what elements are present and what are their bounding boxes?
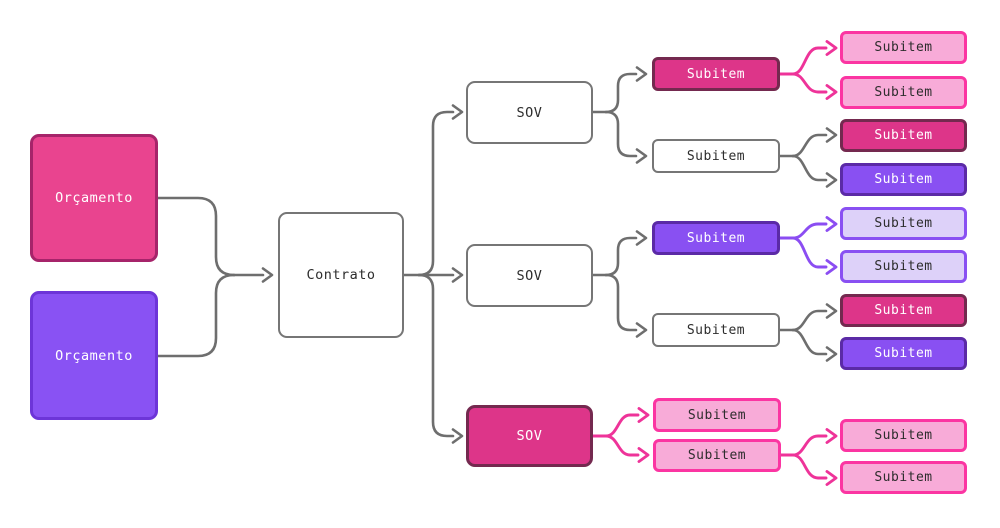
edge-sov3-subitems xyxy=(591,407,650,463)
node-subitem-4g[interactable]: Subitem xyxy=(840,294,967,327)
node-sov-2-label: SOV xyxy=(516,267,543,284)
node-subitem-3a[interactable]: Subitem xyxy=(652,57,780,91)
arrowhead-icon xyxy=(637,407,650,423)
arrowhead-icon xyxy=(261,267,274,283)
node-subitem-4j-label: Subitem xyxy=(874,470,933,485)
arrowhead-icon xyxy=(635,322,648,338)
node-sov-1-label: SOV xyxy=(516,104,543,121)
arrowhead-icon xyxy=(451,428,464,444)
node-sov-2[interactable]: SOV xyxy=(466,244,593,307)
arrowhead-icon xyxy=(825,172,838,188)
node-subitem-4e[interactable]: Subitem xyxy=(840,207,967,240)
node-subitem-4i-label: Subitem xyxy=(874,428,933,443)
node-sov-3[interactable]: SOV xyxy=(466,405,593,467)
node-subitem-4b[interactable]: Subitem xyxy=(840,76,967,109)
arrowhead-icon xyxy=(451,267,464,283)
node-subitem-3b[interactable]: Subitem xyxy=(652,139,780,173)
arrowhead-icon xyxy=(637,447,650,463)
edge-contrato-sovs xyxy=(402,104,464,444)
node-orcamento-2[interactable]: Orçamento xyxy=(30,291,158,420)
arrowhead-icon xyxy=(635,148,648,164)
arrowhead-icon xyxy=(635,66,648,82)
node-orcamento-1[interactable]: Orçamento xyxy=(30,134,158,262)
node-subitem-4g-label: Subitem xyxy=(874,303,933,318)
node-subitem-3e-label: Subitem xyxy=(687,407,747,423)
arrowhead-icon xyxy=(825,216,838,232)
node-subitem-4d-label: Subitem xyxy=(874,172,933,187)
node-subitem-3f[interactable]: Subitem xyxy=(653,439,781,472)
edge-subitem3c-children xyxy=(778,216,838,275)
node-subitem-4c[interactable]: Subitem xyxy=(840,119,967,152)
node-subitem-4a[interactable]: Subitem xyxy=(840,31,967,64)
edge-subitem3f-children xyxy=(778,428,838,486)
node-subitem-4c-label: Subitem xyxy=(874,128,933,143)
arrowhead-icon xyxy=(825,84,838,100)
edge-sov2-subitems xyxy=(591,230,648,338)
edge-sov1-subitems xyxy=(591,66,648,164)
node-subitem-3c[interactable]: Subitem xyxy=(652,221,780,255)
arrowhead-icon xyxy=(825,428,838,444)
arrowhead-icon xyxy=(825,346,838,362)
node-subitem-4i[interactable]: Subitem xyxy=(840,419,967,452)
node-subitem-4h-label: Subitem xyxy=(874,346,933,361)
edge-subitem3a-children xyxy=(778,40,838,100)
arrowhead-icon xyxy=(825,470,838,486)
node-subitem-4j[interactable]: Subitem xyxy=(840,461,967,494)
node-subitem-4e-label: Subitem xyxy=(874,216,933,231)
edge-subitem3b-children xyxy=(778,127,838,188)
node-contrato-label: Contrato xyxy=(306,267,376,283)
node-subitem-3f-label: Subitem xyxy=(687,448,747,463)
arrowhead-icon xyxy=(825,40,838,56)
node-subitem-4b-label: Subitem xyxy=(874,85,933,100)
node-subitem-3d-label: Subitem xyxy=(686,322,746,338)
arrowhead-icon xyxy=(825,303,838,319)
node-sov-1[interactable]: SOV xyxy=(466,81,593,144)
arrowhead-icon xyxy=(825,127,838,143)
node-subitem-4h[interactable]: Subitem xyxy=(840,337,967,370)
node-orcamento-2-label: Orçamento xyxy=(55,347,133,364)
node-subitem-3d[interactable]: Subitem xyxy=(652,313,780,347)
node-subitem-4f[interactable]: Subitem xyxy=(840,250,967,283)
node-subitem-3c-label: Subitem xyxy=(686,230,746,246)
node-subitem-4f-label: Subitem xyxy=(874,259,933,274)
arrowhead-icon xyxy=(451,104,464,120)
node-subitem-3b-label: Subitem xyxy=(686,148,746,164)
arrowhead-icon xyxy=(635,230,648,246)
node-sov-3-label: SOV xyxy=(516,428,543,444)
node-subitem-3a-label: Subitem xyxy=(686,66,746,82)
edge-subitem3d-children xyxy=(778,303,838,362)
edge-orcamentos-contrato xyxy=(156,196,274,358)
node-contrato[interactable]: Contrato xyxy=(278,212,404,338)
arrowhead-icon xyxy=(825,259,838,275)
node-subitem-4a-label: Subitem xyxy=(874,40,933,55)
node-orcamento-1-label: Orçamento xyxy=(55,190,133,206)
node-subitem-3e[interactable]: Subitem xyxy=(653,398,781,432)
node-subitem-4d[interactable]: Subitem xyxy=(840,163,967,196)
